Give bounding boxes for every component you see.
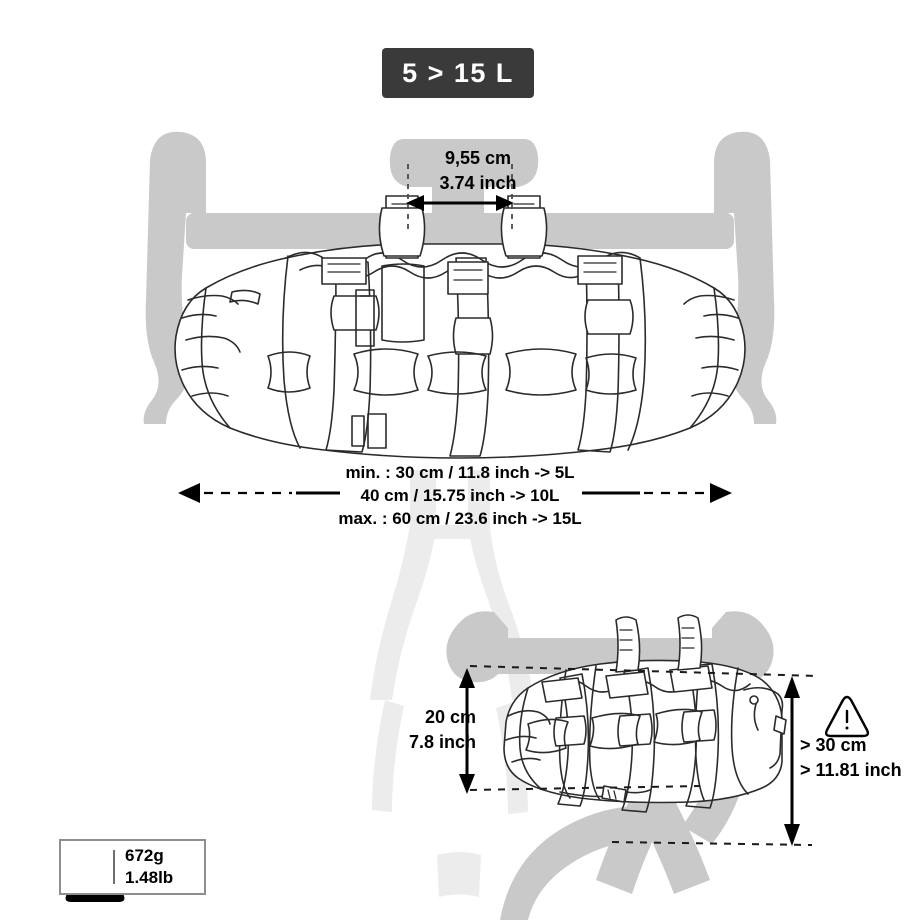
side-view-dimensions [459, 665, 819, 846]
handlebar-bag-front-view [174, 195, 746, 459]
width-range-mid: 40 cm / 15.75 inch -> 10L [360, 486, 560, 505]
width-range-min: min. : 30 cm / 11.8 inch -> 5L [345, 463, 575, 482]
ground-clearance-cm: > 30 cm [800, 735, 867, 755]
width-range-label: min. : 30 cm / 11.8 inch -> 5L 40 cm / 1… [320, 461, 600, 530]
stem-clearance-inch: 3.74 inch [439, 173, 517, 193]
handlebar-bag-side-view [503, 614, 787, 813]
weight-grams: 672g [125, 846, 164, 865]
weight-pounds: 1.48lb [125, 868, 174, 887]
stem-clearance-cm: 9,55 cm [444, 148, 512, 168]
bag-height-label: 20 cm 7.8 inch [398, 705, 476, 755]
bag-height-cm: 20 cm [424, 707, 476, 727]
weight-badge-divider [113, 850, 115, 884]
stem-clearance-dimension [406, 164, 514, 230]
warning-triangle-icon [824, 695, 870, 738]
volume-badge: 5 > 15 L [382, 48, 534, 98]
front-view-bike-silhouette [143, 131, 777, 897]
weight-badge: 672g 1.48lb [59, 839, 206, 895]
width-range-max: max. : 60 cm / 23.6 inch -> 15L [338, 509, 582, 528]
ground-clearance-label: > 30 cm > 11.81 inch [800, 733, 916, 783]
stem-clearance-label: 9,55 cm 3.74 inch [418, 146, 538, 196]
ground-clearance-inch: > 11.81 inch [800, 760, 902, 780]
bag-height-inch: 7.8 inch [408, 732, 476, 752]
bag-width-dimension [178, 483, 732, 503]
volume-badge-label: 5 > 15 L [402, 57, 514, 88]
weight-values: 672g 1.48lb [115, 845, 173, 889]
